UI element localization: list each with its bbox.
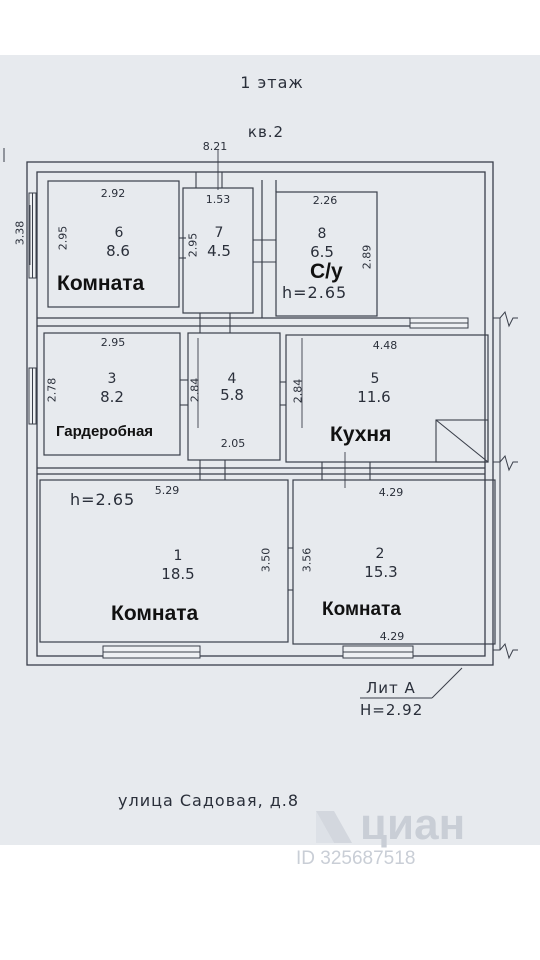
room-2-depth: 3.56 bbox=[300, 547, 314, 573]
room-6-label: Комната bbox=[57, 272, 145, 295]
room-5-label: Кухня bbox=[330, 423, 392, 446]
overall-width: 8.21 bbox=[202, 140, 228, 153]
room-4-depth: 2.84 bbox=[188, 377, 202, 403]
room-outlines bbox=[37, 180, 496, 645]
room-3-width: 2.95 bbox=[100, 336, 126, 349]
room-2-number: 2 bbox=[375, 546, 385, 562]
room-2-area: 15.3 bbox=[364, 563, 398, 581]
building-height: H=2.92 bbox=[360, 701, 424, 719]
room-6-depth: 2.95 bbox=[56, 225, 70, 251]
dimension-lines bbox=[29, 150, 346, 488]
liter-label: Лит А bbox=[366, 679, 416, 697]
room-6-outline bbox=[47, 180, 180, 308]
apartment-label: кв.2 bbox=[247, 123, 285, 141]
room-7-number: 7 bbox=[214, 225, 224, 241]
room-3-label: Гардеробная bbox=[56, 423, 154, 440]
room-2-label: Комната bbox=[322, 599, 401, 620]
room-8-height: h=2.65 bbox=[282, 283, 348, 302]
room-1-outline bbox=[39, 479, 289, 643]
overall-depth: 3.38 bbox=[13, 220, 27, 246]
room-8-label: С/у bbox=[310, 260, 343, 283]
room-6-area: 8.6 bbox=[106, 242, 130, 260]
room-4-number: 4 bbox=[227, 371, 237, 387]
floor-title: 1 этаж bbox=[240, 73, 304, 92]
room-8-area: 6.5 bbox=[310, 243, 334, 261]
liter-leader bbox=[360, 667, 463, 699]
room-2-width-bottom: 4.29 bbox=[379, 630, 405, 643]
room-3-depth: 2.78 bbox=[45, 377, 59, 403]
cian-brand: циан bbox=[360, 800, 466, 849]
room-5-area: 11.6 bbox=[357, 388, 391, 406]
kitchen-stairs bbox=[435, 419, 489, 463]
room-3-area: 8.2 bbox=[100, 388, 124, 406]
cian-logo bbox=[312, 807, 356, 847]
room-5-width: 4.48 bbox=[372, 339, 398, 352]
room-4-area: 5.8 bbox=[220, 386, 244, 404]
room-1-height: h=2.65 bbox=[70, 490, 136, 509]
floor-plan-drawing bbox=[3, 148, 518, 699]
room-1-area: 18.5 bbox=[161, 565, 195, 583]
room-5-number: 5 bbox=[370, 371, 380, 387]
room-7-width: 1.53 bbox=[205, 193, 231, 206]
room-3-outline bbox=[43, 332, 181, 456]
cian-logo-icon bbox=[316, 811, 352, 843]
listing-id: ID 325687518 bbox=[296, 848, 416, 869]
room-4-width: 2.05 bbox=[220, 437, 246, 450]
room-1-width: 5.29 bbox=[154, 484, 180, 497]
door-marks bbox=[179, 172, 371, 591]
room-2-width: 4.29 bbox=[378, 486, 404, 499]
room-3-number: 3 bbox=[107, 371, 117, 387]
room-8-outline bbox=[275, 191, 378, 317]
address: улица Садовая, д.8 bbox=[118, 791, 300, 810]
room-8-number: 8 bbox=[317, 226, 327, 242]
room-1-label: Комната bbox=[111, 602, 199, 625]
room-8-depth: 2.89 bbox=[360, 244, 374, 270]
break-marks bbox=[492, 310, 518, 660]
windows bbox=[28, 192, 469, 659]
room-7-area: 4.5 bbox=[207, 242, 231, 260]
room-5-depth: 2.84 bbox=[291, 378, 305, 404]
room-6-number: 6 bbox=[114, 225, 124, 241]
room-7-depth: 2.95 bbox=[186, 232, 200, 258]
outer-walls bbox=[26, 161, 494, 666]
room-1-number: 1 bbox=[173, 548, 183, 564]
room-1-depth: 3.50 bbox=[259, 547, 273, 573]
room-2-outline bbox=[292, 479, 496, 645]
room-6-width: 2.92 bbox=[100, 187, 126, 200]
floor-plan-sheet: 1 этаж кв.2 8.21 3.38 2.92 2.95 6 8.6 Ко… bbox=[0, 55, 540, 868]
room-4-outline bbox=[187, 332, 281, 461]
room-8-width: 2.26 bbox=[312, 194, 338, 207]
room-5-outline bbox=[285, 334, 489, 463]
